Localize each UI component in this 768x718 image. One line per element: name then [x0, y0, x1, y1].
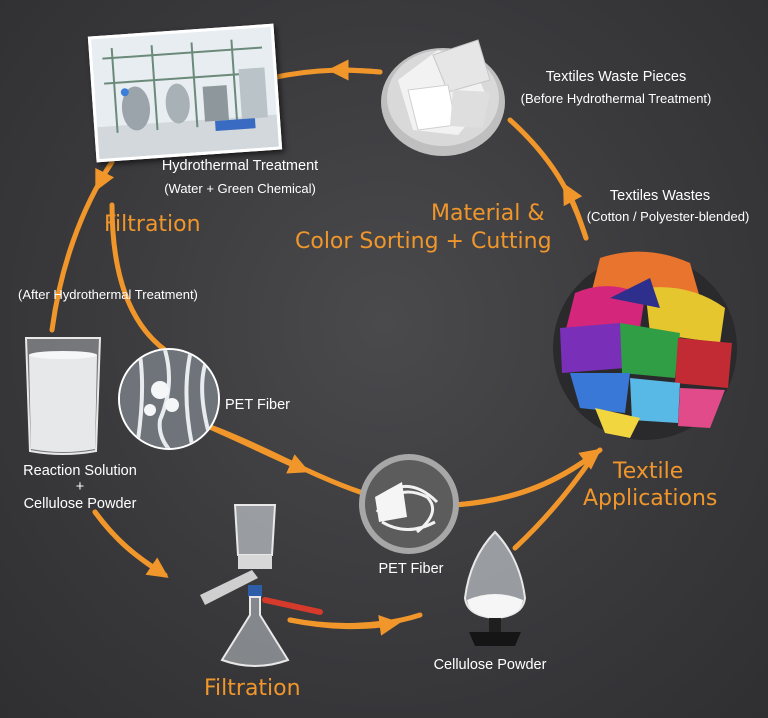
hydrothermal-title: Hydrothermal Treatment	[161, 158, 319, 174]
sorting-label-line1: Material &	[431, 201, 545, 226]
pet-fiber-dish	[357, 452, 462, 557]
hydrothermal-note: (Water + Green Chemical)	[164, 181, 316, 196]
filtration-label-top: Filtration	[104, 212, 201, 237]
textile-wastes-title: Textiles Wastes	[609, 188, 711, 204]
pet-fiber-label-circle: PET Fiber	[225, 397, 291, 413]
colorful-textile-waste-pile	[550, 238, 740, 443]
pet-fiber-label-dish: PET Fiber	[378, 561, 444, 577]
pet-fiber-closeup	[118, 348, 220, 450]
textile-wastes-note: (Cotton / Polyester-blended)	[586, 209, 750, 224]
cellulose-powder-label: Cellulose Powder	[433, 657, 547, 673]
waste-pieces-title: Textiles Waste Pieces	[545, 69, 687, 85]
reaction-label-plus: +	[75, 479, 85, 495]
sorting-label-line2: Color Sorting + Cutting	[295, 229, 552, 254]
arrow-hydro-to-beaker	[49, 159, 115, 333]
textile-applications-line1: Textile	[613, 459, 684, 484]
reaction-label-line1: Reaction Solution	[23, 463, 137, 479]
textile-waste-pieces-bowl	[378, 30, 508, 160]
textile-applications-line2: Applications	[583, 486, 718, 511]
reaction-solution-beaker	[18, 333, 108, 458]
after-hydro-note: (After Hydrothermal Treatment)	[18, 287, 198, 302]
cellulose-powder-stand	[455, 528, 535, 650]
arrow-hydro-to-pet	[109, 202, 168, 353]
vacuum-filtration-flask	[180, 500, 330, 675]
filtration-label-bottom: Filtration	[204, 676, 301, 701]
hydrothermal-plant-photo	[87, 23, 283, 163]
reaction-label-line3: Cellulose Powder	[23, 496, 137, 512]
waste-pieces-note: (Before Hydrothermal Treatment)	[520, 91, 712, 106]
